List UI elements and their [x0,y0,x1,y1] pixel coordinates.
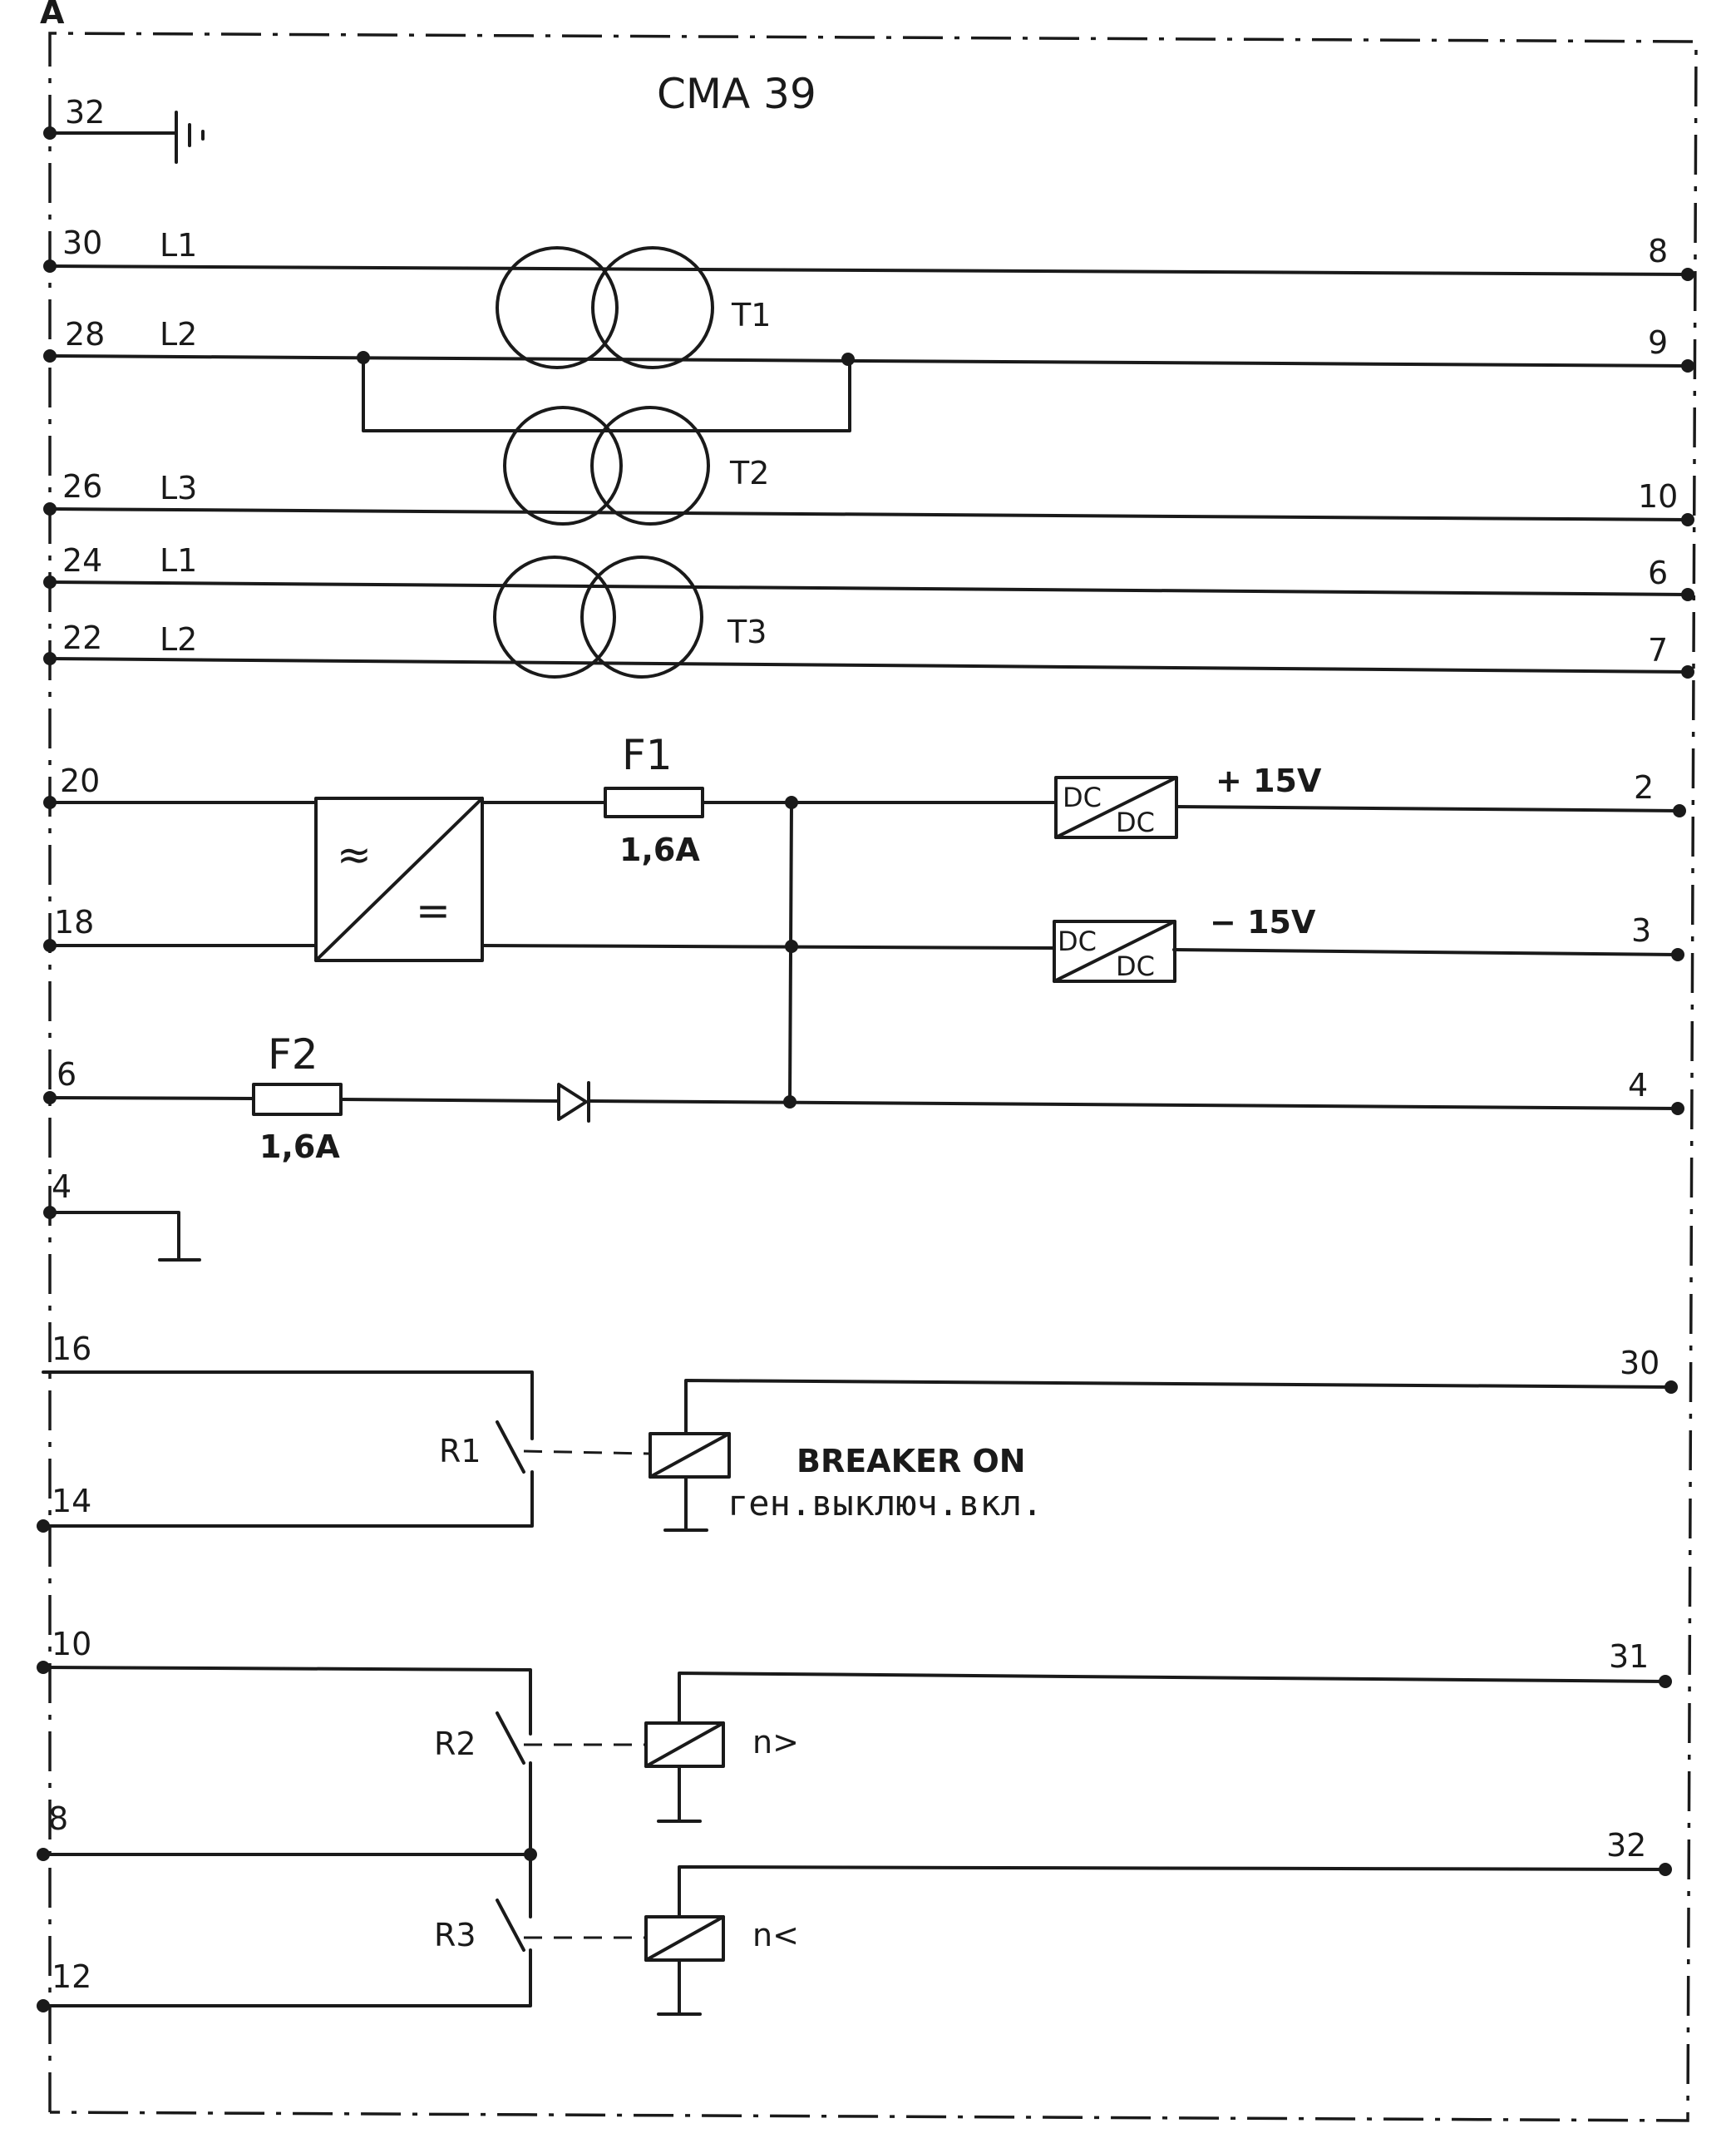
relay-r3-contact: R3 [37,1848,537,2012]
terminal-label: 18 [54,904,94,941]
module-frame [48,32,1698,2122]
corner-label: A [40,0,65,31]
underspeed-label: n< [752,1917,799,1953]
phase-label: L3 [160,470,197,506]
voltage-plus-15v: + 15V [1216,763,1322,799]
terminal-label: 24 [62,542,102,579]
transformer-label: T2 [729,455,769,491]
fuse-rating: 1,6A [619,832,700,868]
ac-symbol: ≈ [337,831,372,879]
transformer-t3: T3 [493,556,767,679]
terminal-label: 22 [62,620,102,656]
terminal-label: 30 [62,225,102,261]
power-supply-lines [43,796,1686,1262]
terminal-label: 30 [1620,1345,1660,1381]
terminal-label: 9 [1648,324,1668,361]
breaker-on-label-ru: ген.выключ.вкл. [727,1483,1043,1523]
transformer-lines [43,259,1694,679]
dcdc-out: DC [1116,807,1155,838]
phase-label: L2 [160,621,197,658]
terminal-label: 6 [57,1056,76,1093]
terminal-label: 16 [52,1331,91,1367]
terminal-label: 4 [52,1168,72,1205]
dcdc-in: DC [1058,926,1097,957]
relay-r2-contact: R2 [37,1661,532,1856]
dcdc-converter-negative: DC DC [1053,920,1176,983]
relay-label: R1 [439,1433,481,1469]
voltage-minus-15v: − 15V [1210,904,1316,941]
diode [557,1081,590,1123]
terminal-label: 7 [1648,632,1668,669]
terminal-label: 8 [48,1800,68,1837]
overspeed-label: n> [752,1724,799,1760]
dcdc-converter-positive: DC DC [1054,776,1178,839]
relay-label: R2 [434,1726,476,1762]
terminal-label: 32 [1606,1827,1646,1864]
relay-r2-coil [644,1672,1672,1823]
relay-r3-coil [644,1863,1672,2016]
terminal-label: 32 [65,94,105,131]
fuse-f2: F2 1,6A [252,1030,343,1165]
phase-label: L2 [160,316,197,353]
relay-r1-contact: R1 [37,1370,534,1533]
breaker-on-label: BREAKER ON [796,1443,1026,1479]
transformer-t2: T2 [503,406,769,526]
dcdc-out: DC [1116,951,1155,982]
rectifier-block: ≈ = [314,797,484,962]
terminal-label: 10 [1638,478,1678,515]
relay-label: R3 [434,1917,476,1953]
right-terminal-labels: 8 9 10 6 7 2 3 4 30 31 32 [1606,233,1678,1864]
terminal-label: 20 [60,763,100,799]
relay-r1-coil [649,1379,1678,1532]
terminal-label: 12 [52,1958,91,1995]
relay-r1-link [523,1449,649,1455]
terminal-label: 28 [65,316,105,353]
fuse-name: F1 [622,731,673,779]
transformer-label: T3 [727,614,767,650]
terminal-label: 31 [1609,1638,1649,1675]
dc-symbol: = [416,886,451,935]
terminal-label: 26 [62,468,102,505]
phase-labels: L1 L2 L3 L1 L2 [160,227,197,658]
terminal-label: 3 [1631,912,1651,949]
terminal-label: 6 [1648,555,1668,591]
fuse-f1: F1 1,6A [604,731,704,868]
terminal-label: 14 [52,1483,91,1519]
terminal-label: 4 [1628,1067,1648,1104]
phase-label: L1 [160,227,197,264]
earth-terminal-32 [43,111,205,164]
transformer-label: T1 [731,297,771,333]
terminal-label: 2 [1634,769,1654,806]
terminal-label: 10 [52,1626,91,1662]
left-terminal-labels: 32 30 28 26 24 22 20 18 6 4 16 14 10 8 1… [48,94,105,1995]
fuse-rating: 1,6A [259,1128,340,1165]
phase-label: L1 [160,542,197,579]
module-title: CMA 39 [657,70,816,118]
fuse-name: F2 [268,1030,318,1079]
transformer-t1: T1 [496,246,771,369]
dcdc-in: DC [1063,782,1102,813]
terminal-label: 8 [1648,233,1668,269]
